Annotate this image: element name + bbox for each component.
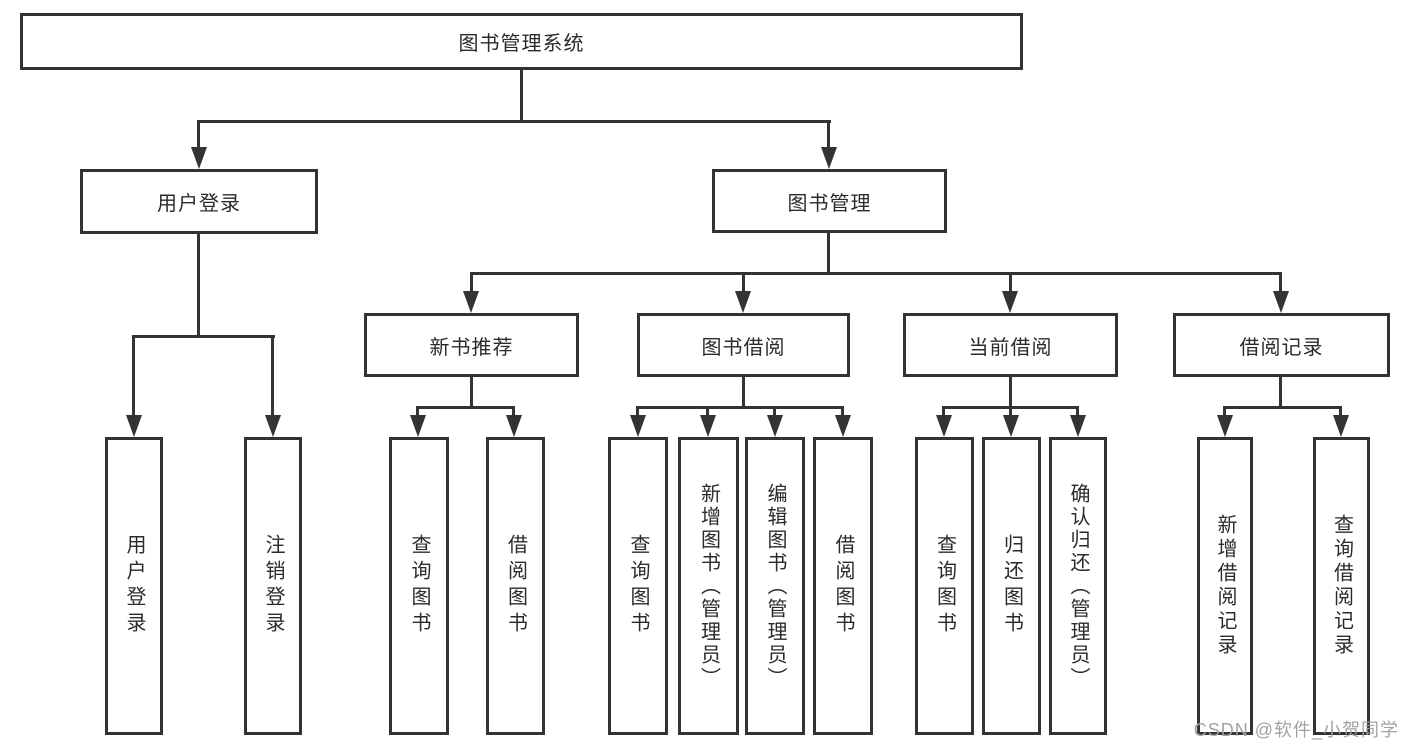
arrow-down-icon (1273, 291, 1289, 313)
node-borrow-query-books: 查询图书 (608, 437, 668, 735)
connector-line (706, 406, 709, 418)
node-current-query-books: 查询图书 (915, 437, 974, 735)
node-label: 查询图书 (627, 534, 649, 638)
node-label: 确认归还（管理员） (1067, 482, 1089, 690)
node-label: 注销登录 (262, 534, 284, 638)
arrow-down-icon (1333, 415, 1349, 437)
node-label: 图书管理系统 (458, 33, 585, 55)
arrow-down-icon (191, 147, 207, 169)
arrow-down-icon (835, 415, 851, 437)
node-confirm-return-admin: 确认归还（管理员） (1049, 437, 1107, 735)
connector-line (416, 406, 419, 418)
node-label: 当前借阅 (968, 336, 1053, 359)
node-label: 借阅记录 (1239, 336, 1324, 359)
connector-line (1279, 377, 1282, 409)
connector-line (132, 335, 275, 338)
connector-line (470, 272, 1282, 275)
connector-line (942, 406, 945, 418)
csdn-watermark: CSDN @软件_小贺同学 (1193, 720, 1399, 740)
node-return-books: 归还图书 (982, 437, 1041, 735)
connector-line (827, 120, 830, 150)
node-book-management: 图书管理 (712, 169, 947, 233)
node-label: 用户登录 (157, 193, 241, 215)
arrow-down-icon (410, 415, 426, 437)
arrow-down-icon (630, 415, 646, 437)
connector-line (512, 406, 515, 418)
connector-line (1009, 406, 1012, 418)
arrow-down-icon (1070, 415, 1086, 437)
connector-line (827, 233, 830, 272)
node-add-borrow-record: 新增借阅记录 (1197, 437, 1253, 735)
connector-line (197, 120, 200, 150)
connector-line (1009, 272, 1012, 293)
connector-line (636, 406, 844, 409)
node-label: 新书推荐 (429, 336, 514, 359)
connector-line (1223, 406, 1226, 418)
arrow-down-icon (700, 415, 716, 437)
connector-line (416, 406, 515, 409)
connector-line (470, 377, 473, 409)
node-borrowing-records: 借阅记录 (1173, 313, 1390, 377)
node-newbook-query-books: 查询图书 (389, 437, 449, 735)
arrow-down-icon (936, 415, 952, 437)
node-current-borrowing: 当前借阅 (903, 313, 1118, 377)
arrow-down-icon (821, 147, 837, 169)
connector-line (197, 120, 831, 123)
connector-line (470, 272, 473, 293)
arrow-down-icon (126, 415, 142, 437)
connector-line (132, 335, 135, 417)
connector-line (1339, 406, 1342, 418)
node-add-book-admin: 新增图书（管理员） (678, 437, 739, 735)
node-label: 查询图书 (408, 534, 430, 638)
connector-line (742, 377, 745, 409)
connector-line (197, 234, 200, 335)
node-logout: 注销登录 (244, 437, 302, 735)
node-user-login: 用户登录 (80, 169, 318, 234)
arrow-down-icon (767, 415, 783, 437)
arrow-down-icon (1002, 291, 1018, 313)
connector-line (520, 70, 523, 120)
node-library-system: 图书管理系统 (20, 13, 1023, 70)
arrow-down-icon (735, 291, 751, 313)
connector-line (271, 335, 274, 417)
arrow-down-icon (1003, 415, 1019, 437)
node-new-book-recommendation: 新书推荐 (364, 313, 579, 377)
node-borrow-books: 借阅图书 (813, 437, 873, 735)
node-label: 用户登录 (123, 534, 145, 638)
connector-line (1076, 406, 1079, 418)
node-newbook-borrow-books: 借阅图书 (486, 437, 545, 735)
node-label: 新增图书（管理员） (697, 482, 720, 690)
node-label: 借阅图书 (504, 534, 527, 638)
connector-line (742, 272, 745, 293)
node-label: 图书管理 (787, 192, 872, 215)
connector-line (1223, 406, 1342, 409)
node-label: 归还图书 (1000, 534, 1023, 638)
node-label: 查询借阅记录 (1330, 514, 1353, 658)
connector-line (1279, 272, 1282, 293)
connector-line (773, 406, 776, 418)
node-label: 图书借阅 (701, 336, 786, 359)
node-label: 查询图书 (933, 534, 956, 638)
node-query-borrow-record: 查询借阅记录 (1313, 437, 1370, 735)
connector-line (1009, 377, 1012, 409)
node-edit-book-admin: 编辑图书（管理员） (745, 437, 805, 735)
node-label: 新增借阅记录 (1214, 514, 1236, 658)
arrow-down-icon (506, 415, 522, 437)
connector-line (636, 406, 639, 418)
node-book-borrowing: 图书借阅 (637, 313, 850, 377)
arrow-down-icon (1217, 415, 1233, 437)
node-label: 借阅图书 (832, 534, 854, 638)
arrow-down-icon (265, 415, 281, 437)
connector-line (841, 406, 844, 418)
node-label: 编辑图书（管理员） (764, 482, 786, 690)
node-user-login-leaf: 用户登录 (105, 437, 163, 735)
arrow-down-icon (463, 291, 479, 313)
